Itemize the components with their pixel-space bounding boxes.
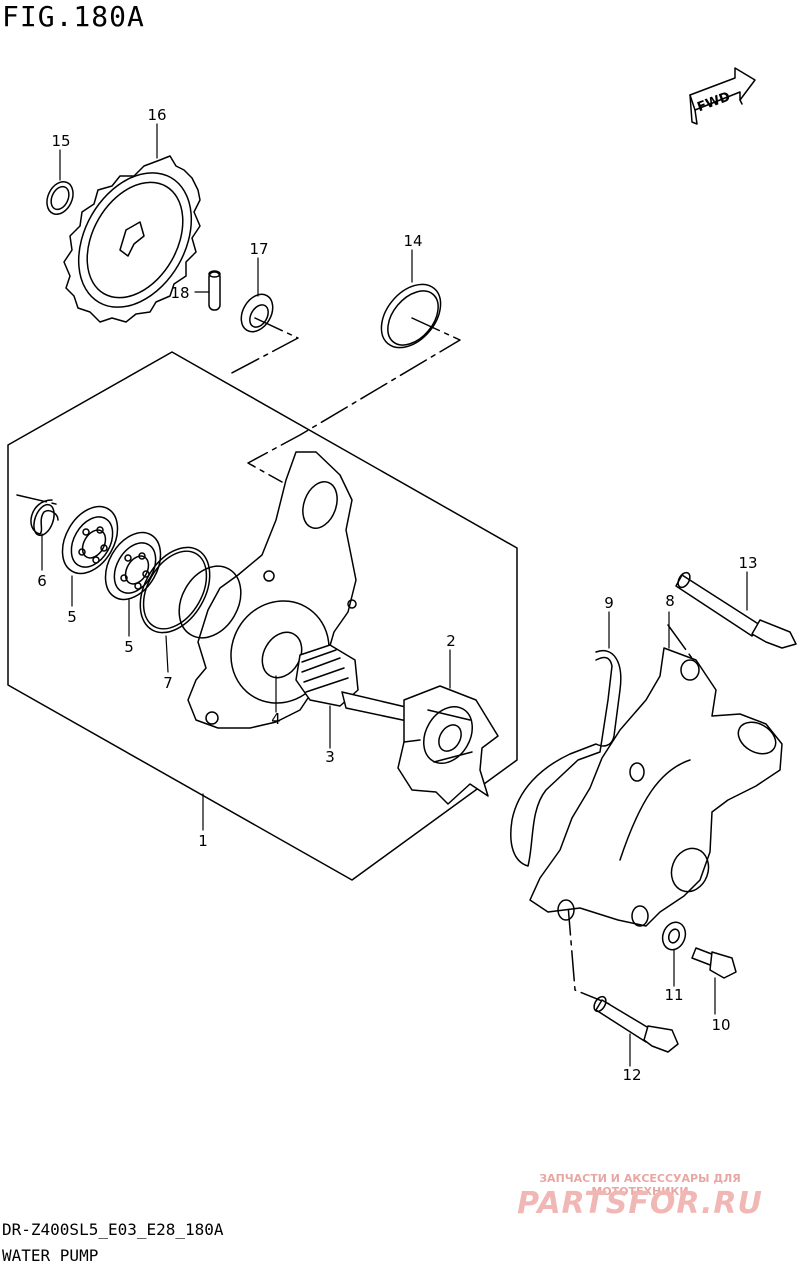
- circlip-15: [46, 181, 74, 215]
- callout-8: 8: [665, 592, 675, 610]
- callout-6: 6: [37, 572, 47, 590]
- o-ring-7: [139, 546, 211, 634]
- callout-14: 14: [403, 232, 422, 250]
- callout-5b: 5: [124, 638, 134, 656]
- callout-11: 11: [664, 986, 683, 1004]
- circlip-6: [30, 499, 59, 537]
- watermark-tagline: ЗАПЧАСТИ И АКСЕССУАРЫ ДЛЯ МОТОТЕХНИКИ: [539, 1172, 741, 1198]
- callout-18: 18: [170, 284, 189, 302]
- bolt-13: [675, 571, 797, 649]
- bolt-12: [593, 995, 679, 1053]
- callout-7: 7: [163, 674, 173, 692]
- watermark-logo: PARTSFOR.RU: [517, 1186, 763, 1221]
- callout-1: 1: [198, 832, 208, 850]
- impeller-2: [341, 685, 499, 805]
- fwd-arrow-icon: [689, 67, 756, 125]
- gasket-9: [510, 649, 622, 867]
- o-ring-14: [380, 283, 442, 349]
- washer-11: [661, 921, 687, 951]
- figure-title: FIG.180A: [2, 0, 145, 33]
- callout-12: 12: [622, 1066, 641, 1084]
- callout-5a: 5: [67, 608, 77, 626]
- washer-17: [240, 293, 274, 333]
- callout-9: 9: [604, 594, 614, 612]
- callout-2: 2: [446, 632, 456, 650]
- figure-caption: WATER PUMP: [2, 1246, 99, 1265]
- callout-labels: 15 16 18 17 14 6 5 5 7 4 3 2 1 9 8 13 10…: [37, 89, 757, 1084]
- callout-leaders: [41, 123, 748, 1067]
- callout-13: 13: [738, 554, 757, 572]
- sprocket-gear-16: [63, 155, 201, 323]
- callout-4: 4: [271, 710, 281, 728]
- assembly-bracket: [7, 351, 518, 881]
- pump-cover-8: [529, 647, 783, 927]
- callout-3: 3: [325, 748, 335, 766]
- callout-17: 17: [249, 240, 268, 258]
- callout-15: 15: [51, 132, 70, 150]
- callout-10: 10: [711, 1016, 730, 1034]
- model-code: DR-Z400SL5_E03_E28_180A: [2, 1220, 224, 1239]
- callout-16: 16: [147, 106, 166, 124]
- bearing-5a: [61, 505, 119, 575]
- pin-18: [208, 270, 221, 311]
- bolt-10: [691, 947, 737, 979]
